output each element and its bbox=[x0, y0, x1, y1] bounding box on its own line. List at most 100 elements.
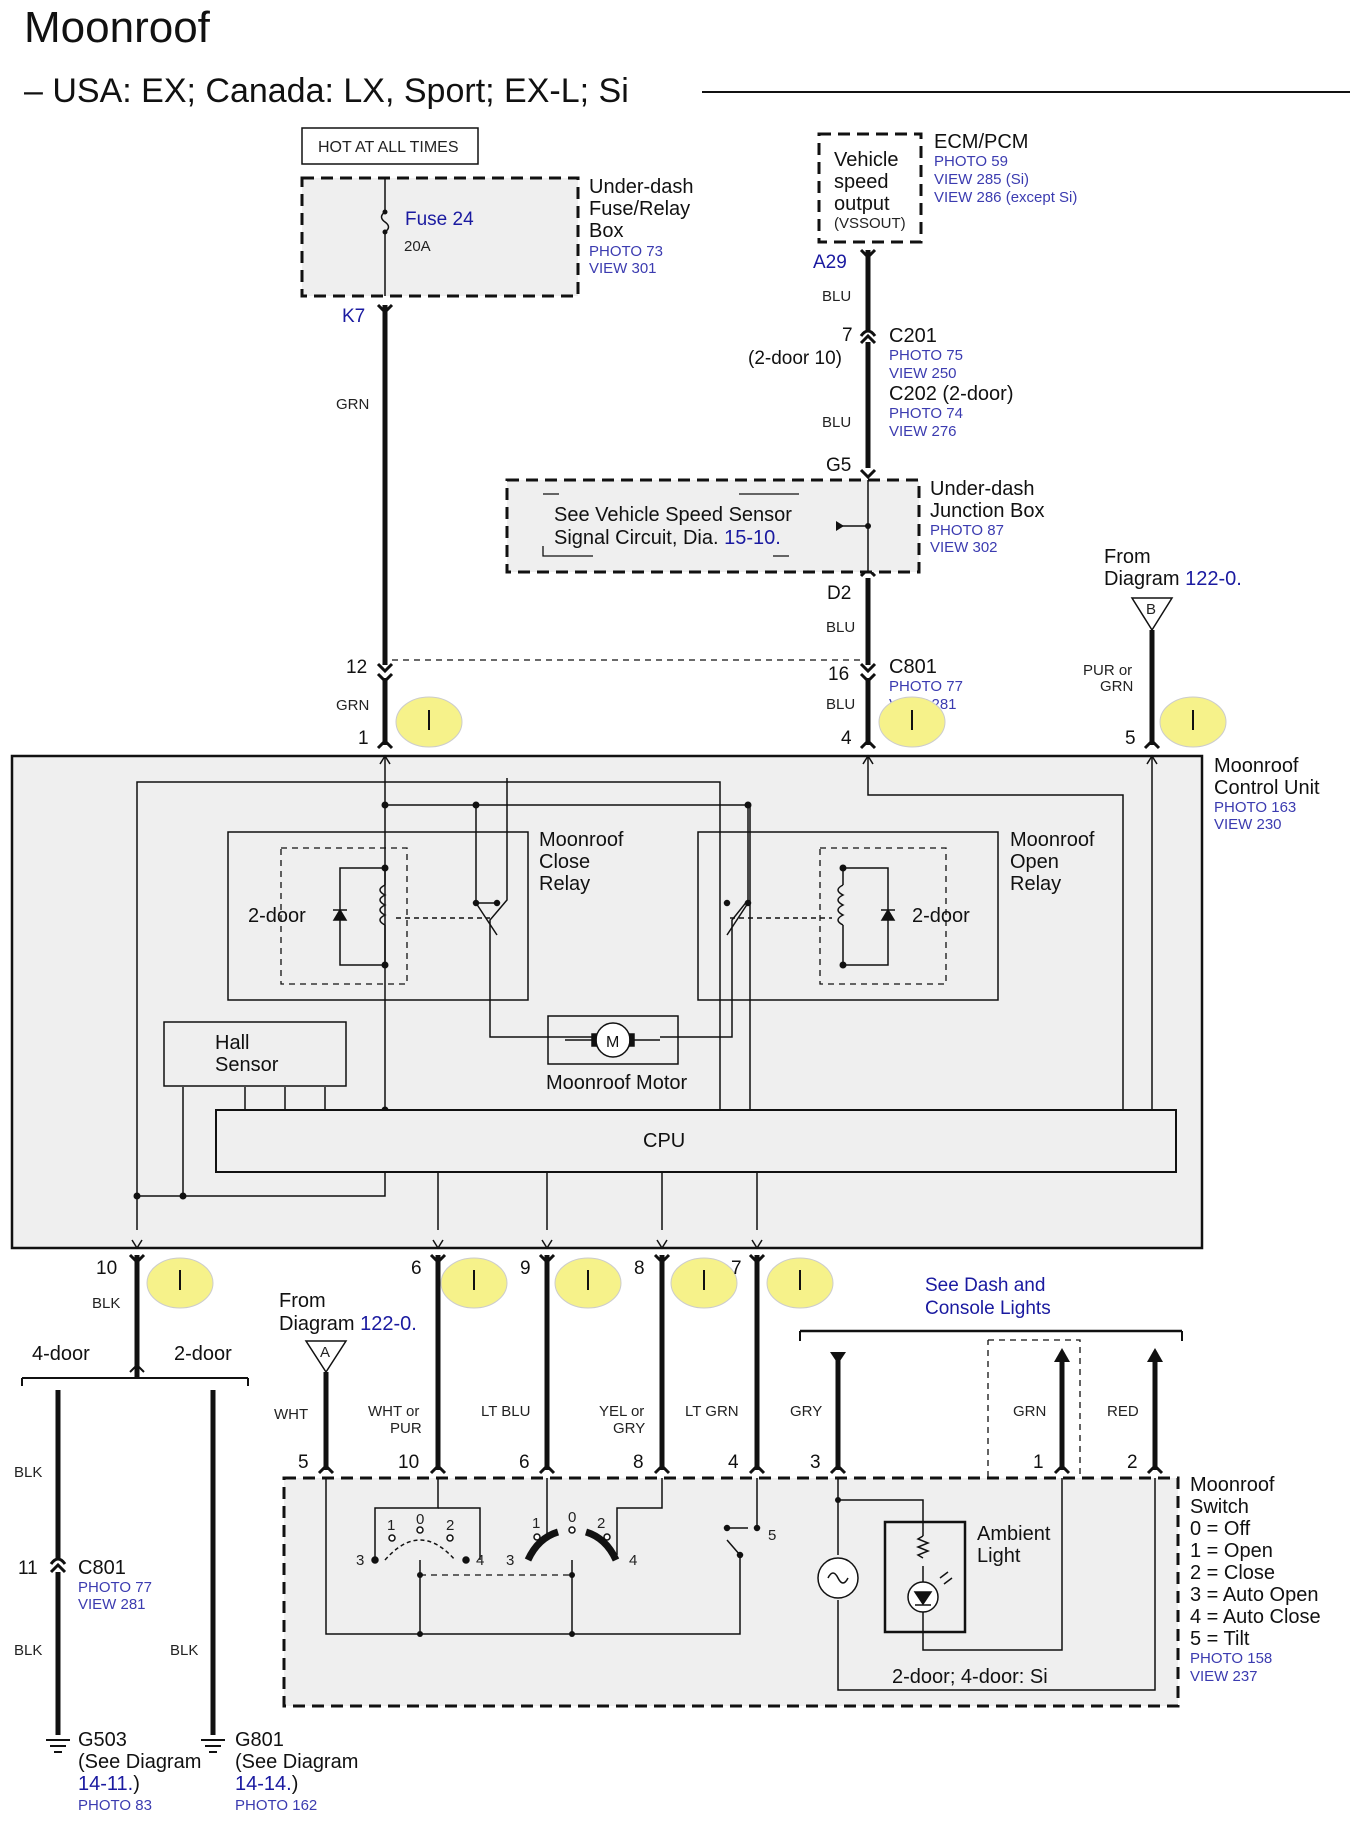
switch-legend-0: 0 = Off bbox=[1190, 1518, 1251, 1540]
switch-pin-2: 2 bbox=[1127, 1452, 1138, 1473]
mcu-view: VIEW 230 bbox=[1214, 816, 1282, 833]
switch-pin-1: 1 bbox=[1033, 1452, 1044, 1473]
switch-legend-4: 4 = Auto Close bbox=[1190, 1606, 1321, 1628]
wire-label-blu-1: BLU bbox=[822, 288, 851, 305]
motor-icon bbox=[565, 1022, 660, 1058]
wire-label-wht-pur-2: PUR bbox=[390, 1420, 422, 1437]
mcu-pin-9: 9 bbox=[520, 1258, 531, 1279]
ecm-name: ECM/PCM bbox=[934, 131, 1028, 153]
page-title: Moonroof bbox=[24, 3, 211, 52]
ground-symbols bbox=[46, 1739, 225, 1753]
dash-lights-bus-ticks bbox=[799, 1331, 1183, 1341]
ground-2door: 2-door bbox=[174, 1343, 232, 1365]
from-b-triangle bbox=[1130, 597, 1174, 632]
switch-name-2: Switch bbox=[1190, 1496, 1249, 1518]
switch-contacts-a bbox=[371, 1526, 470, 1564]
wire-label-grn-1: GRN bbox=[336, 396, 369, 413]
wire-label-blk-1: BLK bbox=[92, 1295, 120, 1312]
bottom-connector-marks bbox=[128, 1253, 1164, 1475]
switch-a-pos-0: 0 bbox=[416, 1511, 424, 1528]
wire-label-red: RED bbox=[1107, 1403, 1139, 1420]
junction-note-box bbox=[542, 493, 824, 557]
mcu-pin-4: 4 bbox=[841, 728, 852, 749]
c201-pin: 7 bbox=[842, 325, 853, 346]
wire-label-grn-3: GRN bbox=[1013, 1403, 1046, 1420]
switch-bulb-icon bbox=[817, 1557, 859, 1599]
fuse-box-photo: PHOTO 73 bbox=[589, 243, 663, 260]
ambient-light-box bbox=[883, 1520, 967, 1634]
fuse-box-name-3: Box bbox=[589, 220, 623, 242]
g801-photo: PHOTO 162 bbox=[235, 1797, 317, 1814]
moonroof-open-relay bbox=[697, 831, 999, 1001]
from-b-wire2: GRN bbox=[1100, 678, 1133, 695]
close-relay-coil bbox=[332, 867, 501, 966]
c202-photo: PHOTO 74 bbox=[889, 405, 963, 422]
c801-bottom-photo: PHOTO 77 bbox=[78, 1579, 152, 1596]
wire-label-wht: WHT bbox=[274, 1406, 308, 1423]
cpu-label: CPU bbox=[643, 1130, 685, 1152]
switch-b-pos-2: 2 bbox=[597, 1515, 605, 1532]
switch-pin-5: 5 bbox=[298, 1452, 309, 1473]
ecm-pcm-box bbox=[817, 132, 923, 244]
c202-name: C202 (2-door) bbox=[889, 383, 1014, 405]
switch-contacts-b bbox=[524, 1526, 620, 1562]
close-relay-name-2: Close bbox=[539, 851, 590, 873]
page-subtitle: – USA: EX; Canada: LX, Sport; EX-L; Si bbox=[24, 72, 629, 110]
c801-bottom-view: VIEW 281 bbox=[78, 1596, 146, 1613]
hall-sensor-name-1: Hall bbox=[215, 1032, 249, 1054]
wire-label-blk-2: BLK bbox=[14, 1464, 42, 1481]
from-a-letter: A bbox=[320, 1344, 330, 1361]
moonroof-close-relay bbox=[227, 831, 529, 1001]
wire-label-gry: GRY bbox=[790, 1403, 822, 1420]
switch-internal-wiring bbox=[325, 1478, 1156, 1691]
ecm-output: output bbox=[834, 193, 890, 215]
close-relay-2door-variant bbox=[280, 847, 408, 985]
switch-pin-4: 4 bbox=[728, 1452, 739, 1473]
mcu-name-2: Control Unit bbox=[1214, 777, 1320, 799]
cpu-block bbox=[215, 1109, 1177, 1173]
mcu-pin-8: 8 bbox=[634, 1258, 645, 1279]
dash-lights-line2: Console Lights bbox=[925, 1298, 1051, 1319]
mcu-pin-1: 1 bbox=[358, 728, 369, 749]
ecm-speed: speed bbox=[834, 171, 889, 193]
wire-label-yel-gry-1: YEL or bbox=[599, 1403, 644, 1420]
wire-label-grn-2: GRN bbox=[336, 697, 369, 714]
fuse-24-label: Fuse 24 bbox=[405, 209, 474, 230]
c801-top-photo: PHOTO 77 bbox=[889, 678, 963, 695]
open-relay-door-label: 2-door bbox=[912, 905, 970, 927]
ecm-photo: PHOTO 59 bbox=[934, 153, 1008, 170]
mcu-pin-10: 10 bbox=[96, 1258, 117, 1279]
switch-pin-10: 10 bbox=[398, 1452, 419, 1473]
c201-alt-pin: (2-door 10) bbox=[748, 348, 842, 369]
dash-lights-line1: See Dash and bbox=[925, 1275, 1045, 1296]
switch-photo: PHOTO 158 bbox=[1190, 1650, 1272, 1667]
switch-a-pos-4: 4 bbox=[476, 1552, 484, 1569]
from-b-wire1: PUR or bbox=[1083, 662, 1132, 679]
wire-label-blk-3: BLK bbox=[14, 1642, 42, 1659]
terminal-a29: A29 bbox=[813, 252, 847, 273]
c202-view: VIEW 276 bbox=[889, 423, 957, 440]
g503-see: (See Diagram bbox=[78, 1751, 201, 1773]
junction-name-1: Under-dash bbox=[930, 478, 1035, 500]
open-relay-name-2: Open bbox=[1010, 851, 1059, 873]
fuse-amp: 20A bbox=[404, 238, 431, 255]
c801-bottom-name: C801 bbox=[78, 1557, 126, 1579]
c801-bottom-pin: 11 bbox=[18, 1558, 38, 1579]
wire-label-blk-4: BLK bbox=[170, 1642, 198, 1659]
c201-photo: PHOTO 75 bbox=[889, 347, 963, 364]
pin-highlight-top bbox=[395, 696, 1227, 748]
ecm-view-si: VIEW 285 (Si) bbox=[934, 171, 1029, 188]
switch-legend-3: 3 = Auto Open bbox=[1190, 1584, 1318, 1606]
mcu-pin-6: 6 bbox=[411, 1258, 422, 1279]
from-a-line1: From bbox=[279, 1290, 326, 1312]
hall-sensor bbox=[163, 1021, 347, 1087]
c201-name: C201 bbox=[889, 325, 937, 347]
wire-label-blu-2: BLU bbox=[822, 414, 851, 431]
gry-arrow bbox=[830, 1352, 846, 1364]
junction-internal bbox=[836, 480, 871, 572]
ambient-light-led-icon bbox=[907, 1535, 953, 1613]
switch-b-pos-3: 3 bbox=[506, 1552, 514, 1569]
red-arrow bbox=[1147, 1348, 1163, 1362]
junction-name-2: Junction Box bbox=[930, 500, 1045, 522]
